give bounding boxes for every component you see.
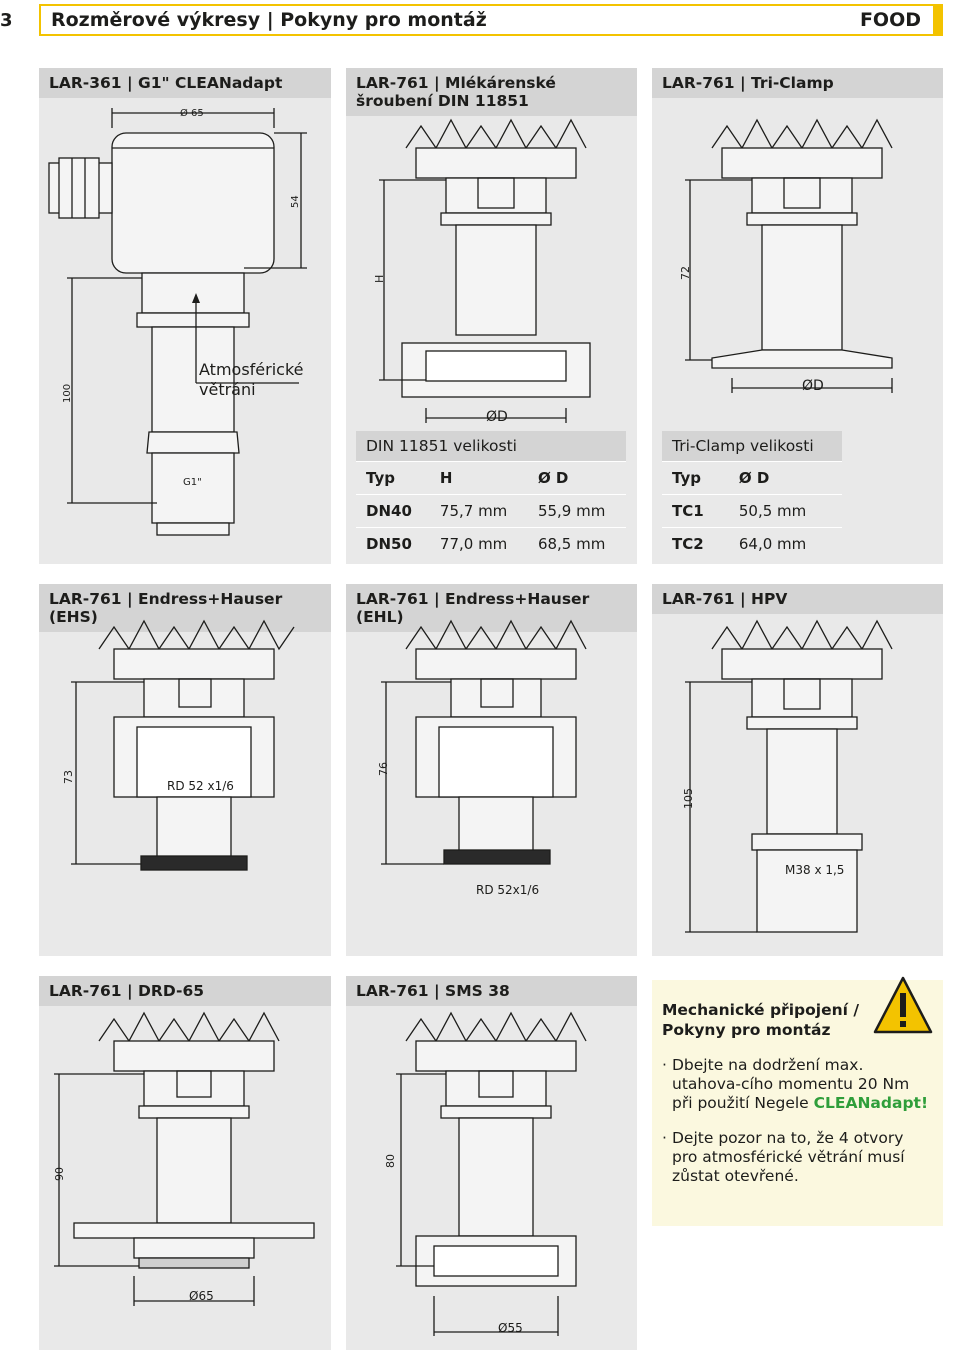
panel-title: LAR-761 | DRD-65 — [39, 976, 331, 1006]
din-size-table: DIN 11851 velikosti Typ H Ø D DN40 75,7 … — [356, 431, 626, 560]
dim-h-label: 73 — [62, 770, 75, 784]
panel-title: LAR-361 | G1" CLEANadapt — [39, 68, 331, 98]
tc-header-typ: Typ — [662, 461, 729, 495]
thread-label: M38 x 1,5 — [785, 863, 844, 877]
notes-title-line-1: Mechanické připojení / — [662, 1001, 859, 1019]
tc-table-caption: Tri-Clamp velikosti — [662, 431, 842, 462]
din-header-h: H — [429, 461, 528, 495]
accent-bar — [933, 4, 943, 36]
note-text: Dbejte na dodržení max. utahova-cího mom… — [672, 1056, 910, 1112]
table-row: TC1 50,5 mm — [662, 494, 842, 528]
warning-triangle-icon — [873, 976, 933, 1034]
vent-label-2: větráni — [199, 380, 256, 399]
table-row: DN40 75,7 mm 55,9 mm — [356, 494, 626, 528]
panel-lar761-din11851: LAR-761 | Mlékárenské šroubení DIN 11851… — [346, 68, 637, 564]
dim-h-label: 76 — [377, 762, 390, 776]
list-item: Dbejte na dodržení max. utahova-cího mom… — [662, 1056, 931, 1113]
dim-d-label: ØD — [802, 378, 824, 394]
panel-title: LAR-761 | HPV — [652, 584, 943, 614]
table-row: DN50 77,0 mm 68,5 mm — [356, 527, 626, 560]
panel-title: LAR-761 | Tri-Clamp — [652, 68, 943, 98]
din-header-d: Ø D — [527, 461, 626, 495]
table-cell: DN50 — [356, 527, 430, 560]
notes-list: Dbejte na dodržení max. utahova-cího mom… — [652, 1056, 943, 1202]
panel-lar761-ehs: LAR-761 | Endress+Hauser (EHS) 73 RD 52 … — [39, 584, 331, 956]
table-cell: TC2 — [662, 527, 729, 560]
drawing-lar361: Ø 65 54 100 Atmosférické větráni G1" — [48, 107, 307, 536]
table-row: TC2 64,0 mm — [662, 527, 842, 560]
list-item: Dejte pozor na to, že 4 otvory pro atmos… — [662, 1129, 931, 1186]
page-title: Rozměrové výkresy | Pokyny pro montáž — [51, 9, 487, 31]
table-cell: 75,7 mm — [429, 494, 528, 528]
dim-left-label: 100 — [62, 384, 73, 403]
drawing-din11851: H ØD — [373, 118, 591, 425]
table-cell: 50,5 mm — [728, 494, 842, 528]
page-number: 3 — [0, 10, 13, 31]
thread-label: G1" — [183, 477, 202, 488]
mounting-notes-panel: Mechanické připojení / Pokyny pro montáz… — [652, 980, 943, 1226]
table-cell: 64,0 mm — [728, 527, 842, 560]
notes-title: Mechanické připojení / Pokyny pro montáz — [662, 1000, 859, 1040]
thread-label: RD 52 x1/6 — [167, 779, 234, 793]
panel-lar761-drd65: LAR-761 | DRD-65 90 Ø65 — [39, 976, 331, 1350]
dim-top-label: Ø 65 — [180, 107, 204, 119]
drawing-hpv: 105 M38 x 1,5 — [682, 619, 893, 933]
panel-lar761-ehl: LAR-761 | Endress+Hauser (EHL) 76 RD 52x… — [346, 584, 637, 956]
panel-title: LAR-761 | Mlékárenské šroubení DIN 11851 — [346, 68, 637, 116]
panel-title: LAR-761 | SMS 38 — [346, 976, 637, 1006]
dim-h-label: 80 — [384, 1154, 397, 1168]
dim-h-label: 90 — [53, 1167, 66, 1181]
section-label: FOOD — [859, 9, 921, 31]
table-cell: 77,0 mm — [429, 527, 528, 560]
thread-label: RD 52x1/6 — [476, 883, 539, 897]
drawing-drd65: 90 Ø65 — [53, 1011, 315, 1306]
panel-lar761-sms38: LAR-761 | SMS 38 80 Ø55 — [346, 976, 637, 1350]
drawing-triclamp: 72 ØD — [679, 118, 893, 394]
triclamp-size-table: Tri-Clamp velikosti Typ Ø D TC1 50,5 mm … — [662, 431, 842, 560]
note-text: Dejte pozor na to, že 4 otvory pro atmos… — [672, 1129, 905, 1185]
page-header: Rozměrové výkresy | Pokyny pro montáž FO… — [39, 4, 943, 36]
panel-lar361-cleanadapt: LAR-361 | G1" CLEANadapt Ø 65 54 100 Atm… — [39, 68, 331, 564]
din-header-typ: Typ — [356, 461, 430, 495]
dim-h-label: 105 — [682, 788, 695, 809]
drawing-ehl: 76 RD 52x1/6 — [377, 619, 587, 897]
table-cell: DN40 — [356, 494, 430, 528]
dim-d-label: Ø55 — [498, 1321, 523, 1335]
table-cell: 68,5 mm — [527, 527, 626, 560]
vent-label-1: Atmosférické — [199, 360, 303, 379]
drawing-ehs: 73 RD 52 x1/6 — [62, 619, 295, 871]
panel-lar761-hpv: LAR-761 | HPV 105 M38 x 1,5 — [652, 584, 943, 956]
dim-h-label: H — [373, 275, 386, 283]
dim-d-label: ØD — [486, 409, 508, 425]
din-table-caption: DIN 11851 velikosti — [356, 431, 626, 462]
table-cell: 55,9 mm — [527, 494, 626, 528]
tc-header-d: Ø D — [728, 461, 842, 495]
dim-right-label: 54 — [290, 195, 301, 208]
note-highlight: CLEANadapt! — [813, 1094, 929, 1112]
notes-title-line-2: Pokyny pro montáz — [662, 1021, 831, 1039]
panel-lar761-triclamp: LAR-761 | Tri-Clamp 72 ØD Tri-Clamp veli… — [652, 68, 943, 564]
dim-d-label: Ø65 — [189, 1289, 214, 1303]
drawing-sms38: 80 Ø55 — [384, 1011, 587, 1336]
dim-h-label: 72 — [679, 266, 692, 280]
table-cell: TC1 — [662, 494, 729, 528]
panel-title: LAR-761 | Endress+Hauser (EHL) — [346, 584, 637, 632]
panel-title: LAR-761 | Endress+Hauser (EHS) — [39, 584, 331, 632]
